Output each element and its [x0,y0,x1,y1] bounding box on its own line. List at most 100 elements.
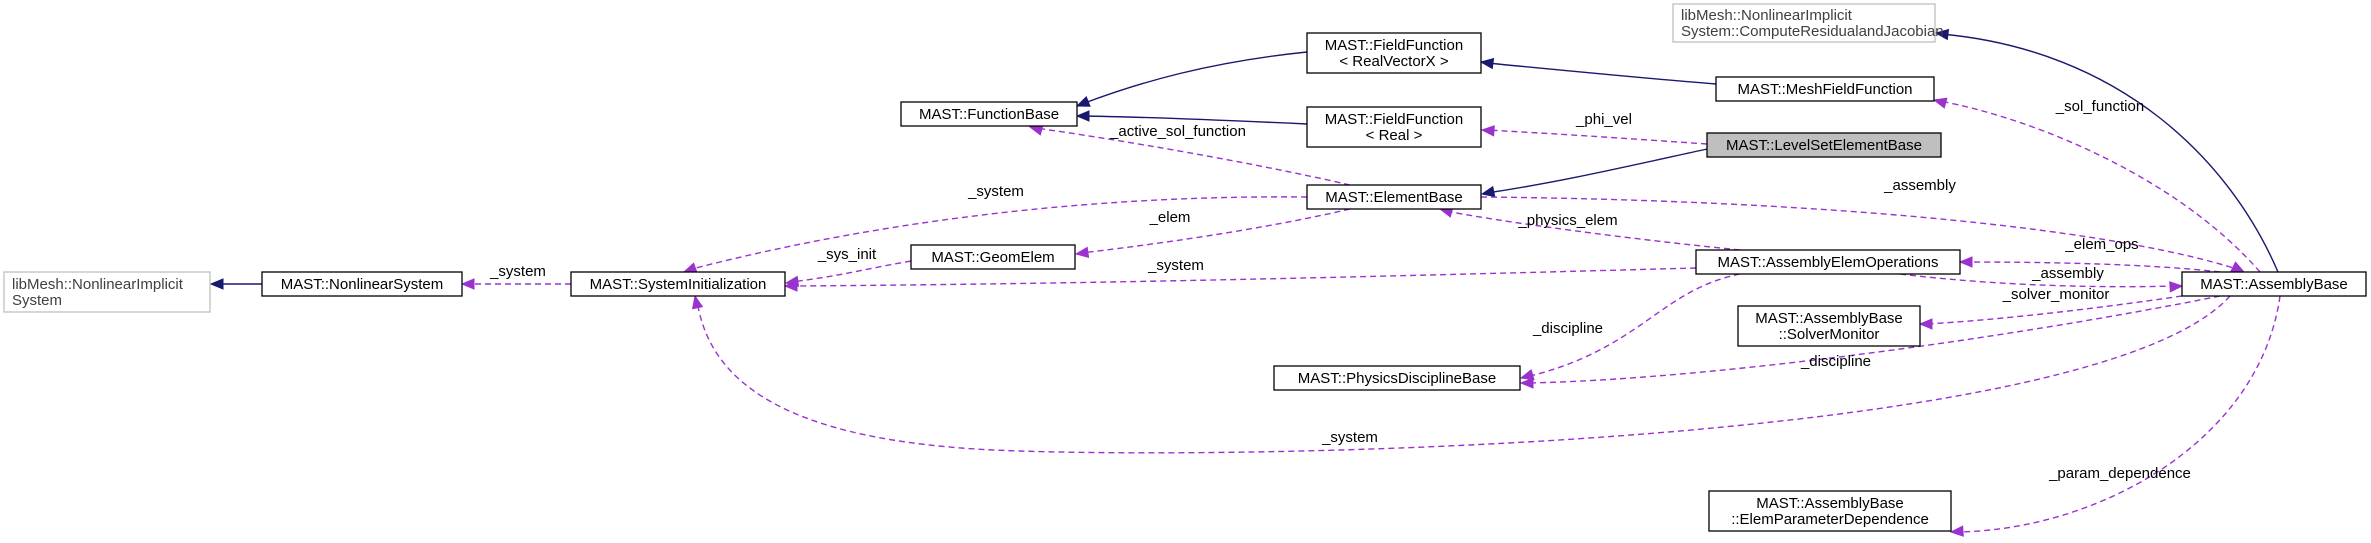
edge-line [687,196,1308,271]
usage-edge-assembly_base-to-elem_parameter_dependence: _param_dependence [1949,295,2281,537]
class-node-level-set-element-base[interactable]: MAST::LevelSetElementBase [1706,132,1942,158]
class-node-function-base[interactable]: MAST::FunctionBase [900,101,1078,127]
class-name-line: libMesh::NonlinearImplicit [1681,7,1853,24]
edge-label: _system [967,183,1024,200]
usage-arrowhead [682,262,698,274]
usage-edge-assembly_elem_operations-to-element_base: _physics_elem [1438,206,1741,251]
usage-arrowhead [2169,281,2184,293]
class-box [1306,106,1482,148]
usage-edge-assembly_base-to-assembly_elem_operations: _elem_ops [1958,236,2221,273]
edge-line [1445,210,1741,251]
class-name-line: libMesh::NonlinearImplicit [12,276,184,293]
class-node-field-function-real[interactable]: MAST::FieldFunction< Real > [1306,106,1482,148]
class-name-line: MAST::AssemblyBase [2200,276,2348,293]
edge-label: _system [1147,257,1204,274]
usage-edge-assembly_elem_operations-to-system_initialization: _system [783,257,1697,292]
class-name-line: System [12,292,62,309]
class-name-line: MAST::NonlinearSystem [281,276,444,293]
class-node-solver-monitor[interactable]: MAST::AssemblyBase::SolverMonitor [1737,305,1921,347]
edge-label: _param_dependence [2048,465,2191,482]
usage-edge-assembly_base-to-mesh_field_function: _sol_function [1932,97,2261,273]
usage-arrowhead [1932,97,1948,109]
inheritance-edge-level_set_element_base-to-element_base [1480,148,1708,198]
class-node-assembly-base[interactable]: MAST::AssemblyBase [2181,271,2367,297]
class-name-line: MAST::ElementBase [1325,189,1463,206]
usage-edge-element_base-to-system_initialization: _system [682,183,1308,274]
edge-label: _elem [1149,209,1191,226]
class-name-line: System::ComputeResidualandJacobian [1681,23,1944,40]
inheritance-arrowhead [1480,185,1496,198]
usage-edge-element_base-to-function_base: _active_sol_function [1028,123,1351,186]
edge-label: _phi_vel [1575,111,1632,128]
edge-line [1035,127,1351,186]
class-name-line: MAST::FunctionBase [919,106,1059,123]
class-name-line: MAST::AssemblyBase [1756,495,1904,512]
usage-edge-element_base-to-assembly_base: _assembly [1480,177,2246,273]
class-box [570,271,786,297]
edge-line [790,267,1697,287]
class-node-system-initialization[interactable]: MAST::SystemInitialization [570,271,786,297]
edge-line [696,295,2231,454]
class-box [2181,271,2367,297]
class-node-libmesh-nonlinear-implicit-residual[interactable]: libMesh::NonlinearImplicitSystem::Comput… [1672,3,1944,43]
edge-line [1939,100,2261,273]
inheritance-arrowhead [1075,96,1091,107]
class-box [1715,76,1935,102]
class-name-line: ::SolverMonitor [1779,326,1880,343]
usage-arrowhead [783,280,798,292]
class-node-elem-parameter-dependence[interactable]: MAST::AssemblyBase::ElemParameterDepende… [1708,490,1952,532]
edge-line [1081,115,1308,125]
edge-line [1956,295,2281,533]
class-node-assembly-elem-operations[interactable]: MAST::AssemblyElemOperations [1695,249,1961,275]
inheritance-edge-nonlinear_system-to-libmesh_nonlinear_implicit_system [209,278,262,290]
usage-edge-element_base-to-geom_elem: _elem [1074,208,1351,259]
inheritance-edge-field_function_realvectorx-to-function_base [1075,51,1308,107]
class-node-field-function-realvectorx[interactable]: MAST::FieldFunction< RealVectorX > [1306,32,1482,74]
edges-layer: _phi_vel _active_sol_function _system _elem… [209,28,2281,537]
usage-edge-assembly_base-to-physics_discipline_base: _discipline [1519,295,2221,389]
class-name-line: MAST::LevelSetElementBase [1726,137,1922,154]
edge-label: _solver_monitor [2002,286,2110,303]
class-name-line: MAST::PhysicsDisciplineBase [1298,370,1496,387]
edge-label: _assembly [1883,177,1956,194]
usage-arrowhead [460,278,475,290]
usage-arrowhead [1519,377,1534,389]
edge-label: _physics_elem [1517,212,1617,229]
class-name-line: MAST::AssemblyBase [1755,310,1903,327]
usage-arrowhead [1949,525,1964,537]
usage-arrowhead [1480,125,1495,137]
class-name-line: MAST::SystemInitialization [590,276,767,293]
usage-arrowhead [691,294,704,310]
class-box [1708,490,1952,532]
usage-edge-assembly_elem_operations-to-assembly_base: _assembly [1899,265,2184,293]
edge-label: _sys_init [817,246,877,263]
class-box [910,244,1076,270]
class-box [1306,32,1482,74]
class-box [900,101,1078,127]
usage-edge-geom_elem-to-system_initialization: _sys_init [784,246,912,288]
edge-line [1965,261,2221,273]
usage-edge-system_initialization-to-nonlinear_system: _system [460,263,571,290]
class-name-line: MAST::GeomElem [931,249,1054,266]
class-name-line: < Real > [1366,127,1423,144]
usage-arrowhead [1028,124,1044,136]
class-node-nonlinear-system[interactable]: MAST::NonlinearSystem [261,271,463,297]
class-box [1672,3,1936,43]
edge-label: _sol_function [2055,98,2144,115]
usage-edge-assembly_base-to-system_initialization: _system [691,294,2231,454]
class-node-element-base[interactable]: MAST::ElementBase [1306,184,1482,210]
inheritance-arrowhead [1934,28,1950,41]
edge-label: _active_sol_function [1109,123,1246,140]
inheritance-edge-field_function_real-to-function_base [1075,110,1308,125]
edge-line [1486,62,1717,85]
class-node-geom-elem[interactable]: MAST::GeomElem [910,244,1076,270]
class-name-line: < RealVectorX > [1339,53,1448,70]
class-node-physics-discipline-base[interactable]: MAST::PhysicsDisciplineBase [1273,365,1521,391]
class-node-mesh-field-function[interactable]: MAST::MeshFieldFunction [1715,76,1935,102]
usage-arrowhead [1519,369,1535,381]
usage-arrowhead [2230,261,2246,273]
usage-edge-level_set_element_base-to-field_function_real: _phi_vel [1480,111,1708,145]
class-box [1273,365,1521,391]
class-box [3,271,211,313]
